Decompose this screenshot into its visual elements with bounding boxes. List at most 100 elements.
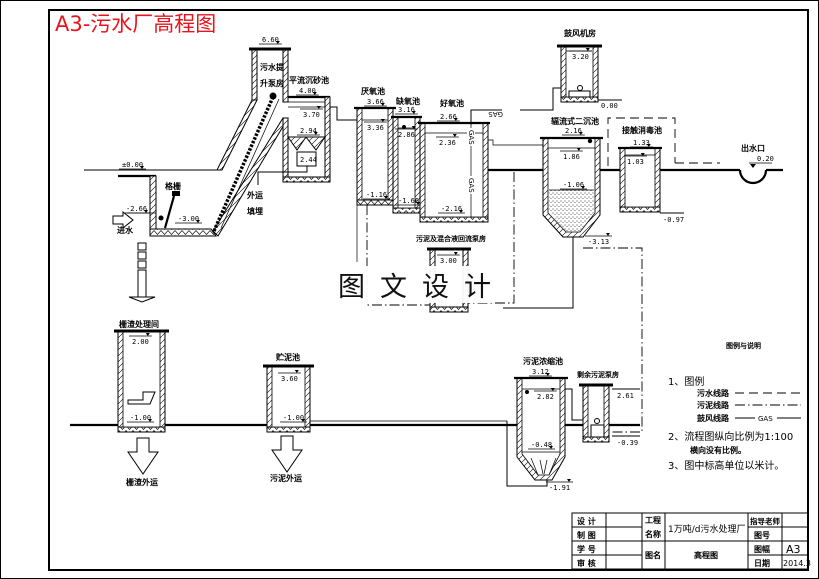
advisor-label: 指导老师 xyxy=(750,516,780,526)
grit-hoppers xyxy=(287,136,326,151)
sludge-disposal-label: 污泥外运 xyxy=(270,473,302,483)
grit-chamber-top-elevation-mark-triangle xyxy=(312,92,317,95)
outlet-well xyxy=(738,169,768,185)
excess-sludge-pump-icon xyxy=(594,418,600,424)
ground-elevation: ±0.00 xyxy=(122,161,143,169)
anaerobic-tank-structure-floor-slab xyxy=(356,199,394,206)
screenings-room-top-elevation-mark-triangle xyxy=(145,333,150,336)
legend-item1-title: 1、图例 xyxy=(668,375,704,388)
inclined-channel-wall-right xyxy=(212,117,289,237)
grit-chamber-hopper-top-elevation: 2.94 xyxy=(300,127,317,135)
legend-air-line-marker: GAS xyxy=(758,415,773,423)
legend-note-horizontal-scale: 横向没有比例。 xyxy=(690,445,746,455)
aerobic-effluent-line xyxy=(488,139,543,146)
anoxic-tank-structure-floor-slab xyxy=(392,207,421,214)
anoxic-tank-label: 缺氧池 xyxy=(395,96,420,106)
sludge-storage-tank-top-elevation-mark-triangle xyxy=(294,370,299,373)
disinfection-tank-structure xyxy=(619,147,661,213)
sludge-thickener-top-elevation-mark-triangle xyxy=(545,373,550,376)
aerobic-tank-top-elevation-mark-triangle xyxy=(453,118,458,121)
excess-sludge-pump-house-bottom-elevation: -0.39 xyxy=(617,439,638,447)
screenings-room-bottom-elevation-mark-triangle xyxy=(148,419,152,422)
screenings-disposal-label: 栅渣外运 xyxy=(126,477,158,487)
disinfection-tank-label: 接触消毒池 xyxy=(622,125,662,135)
aeration-gas-label-upper: GAS xyxy=(467,130,475,145)
inlet-arrow-icon xyxy=(112,210,134,230)
designer-label: 设 计 xyxy=(577,516,596,526)
aerobic-tank-bottom-elevation-mark-triangle xyxy=(459,210,463,213)
blower-equipment xyxy=(568,90,591,98)
aerobic-tank-label: 好氧池 xyxy=(439,98,464,108)
aerobic-tank-water-level-mark-triangle xyxy=(452,134,457,137)
screenings-flow-block xyxy=(137,251,147,260)
anaerobic-tank-label: 厌氧池 xyxy=(361,86,385,96)
gas-label-background xyxy=(502,106,520,114)
return-pump-house-floor xyxy=(429,306,469,313)
screenings-flow-block xyxy=(137,260,147,269)
anoxic-tank-water-level-mark-triangle xyxy=(411,126,416,129)
screw-conveyor-casing xyxy=(220,98,280,229)
sludge-thickener-bottom-elevation: -1.91 xyxy=(549,484,570,492)
grit-discharge-line xyxy=(257,166,308,185)
inlet-water-level-mark-triangle xyxy=(144,210,148,213)
mixed-liquor-return-line xyxy=(366,205,430,306)
secondary-clarifier-label: 辐流式二沉池 xyxy=(551,116,599,126)
drafter-label: 制 图 xyxy=(577,530,596,540)
sludge-thickener-top-elevation: 3.12 xyxy=(532,368,549,376)
sludge-disposal-arrow-icon xyxy=(271,435,303,473)
anoxic-tank-structure xyxy=(392,116,421,214)
watermark-text: 图文设计 xyxy=(338,272,506,303)
anaerobic-tank-bottom-elevation: -1.16 xyxy=(366,191,387,199)
anaerobic-tank-structure xyxy=(356,107,394,206)
student-id-label: 学 号 xyxy=(577,544,596,554)
aeration-gas-label-lower: GAS xyxy=(467,178,475,193)
secondary-clarifier-water-level: 1.86 xyxy=(563,153,580,161)
grille-bottom-elevation-mark-triangle xyxy=(196,220,200,223)
grille-pump-icon xyxy=(158,215,164,221)
legend-note-units: 3、图中标高单位以米计。 xyxy=(668,459,784,472)
anaerobic-tank-top-elevation: 3.66 xyxy=(367,98,384,106)
secondary-clarifier-water-level-mark-triangle xyxy=(576,148,581,151)
drawing-name-label: 图名 xyxy=(645,550,661,560)
secondary-clarifier-top-elevation: 2.16 xyxy=(565,127,582,135)
lift-pump-house-label-line1: 污水提 xyxy=(260,62,285,72)
inclined-channel-wall-left xyxy=(216,99,258,171)
drawing-name: 高程图 xyxy=(694,550,718,560)
title-block: 设 计 制 图 学 号 审 核 工程 名称 1万吨/d污水处理厂 图名 高程图 … xyxy=(571,512,811,570)
disinfection-tank-water-level: 1.03 xyxy=(627,158,644,166)
screenings-flow-arrow-shaft xyxy=(137,269,147,298)
anoxic-tank-mixer-icon xyxy=(402,125,406,129)
sludge-thickener-water-level-mark-triangle xyxy=(550,388,555,391)
date-value: 2014.3 xyxy=(783,559,811,568)
conveyor-drive-icon xyxy=(269,92,277,100)
grille-label: 格栅 xyxy=(165,181,181,191)
grit-chamber-label: 平流沉砂池 xyxy=(289,75,329,85)
anaerobic-tank-water-level-mark-triangle xyxy=(380,119,385,122)
excess-sludge-pump-house-structure-floor-slab xyxy=(582,436,610,443)
anaerobic-tank-structure-interior xyxy=(361,107,389,201)
sludge-thickener-funnel xyxy=(530,457,557,476)
lift-pump-house-top-elevation: 6.60 xyxy=(262,36,279,44)
blower-room-structure-floor-slab xyxy=(560,96,599,103)
screenings-flow-block xyxy=(137,242,147,251)
screenings-disposal-arrow-icon xyxy=(127,437,159,475)
grit-disposal-label-line1: 外运 xyxy=(247,190,263,200)
screenings-room-structure-interior xyxy=(122,330,161,428)
secondary-clarifier-bottom-elevation: -3.13 xyxy=(588,238,609,246)
aerobic-tank-bottom-elevation: -2.16 xyxy=(441,205,462,213)
sludge-storage-tank-label: 贮泥池 xyxy=(275,352,300,362)
disinfection-tank-bottom-elevation: -0.97 xyxy=(663,216,684,224)
legend-note-scale: 2、流程图纵向比例为1:100 xyxy=(668,430,793,443)
grit-disposal-label-line2: 填埋 xyxy=(247,206,263,216)
grit-chamber-water-level: 3.70 xyxy=(303,111,320,119)
sludge-thickener-sludge-elevation: -0.48 xyxy=(531,441,552,449)
legend-heading: 图例与说明 xyxy=(726,341,761,350)
return-pump-house-label: 污泥及混合液回流泵房 xyxy=(416,234,486,243)
sludge-thickener-sludge-elevation-mark-triangle xyxy=(549,446,553,449)
disinfection-tank-top-elevation-mark-triangle xyxy=(646,144,651,147)
anaerobic-tank-water-level: 3.36 xyxy=(367,124,384,132)
secondary-clarifier-weir-icon xyxy=(587,138,593,144)
gas-label-background xyxy=(467,176,475,194)
drawing-frame xyxy=(48,9,809,571)
secondary-clarifier-bottom-elevation-mark-triangle xyxy=(606,233,610,236)
